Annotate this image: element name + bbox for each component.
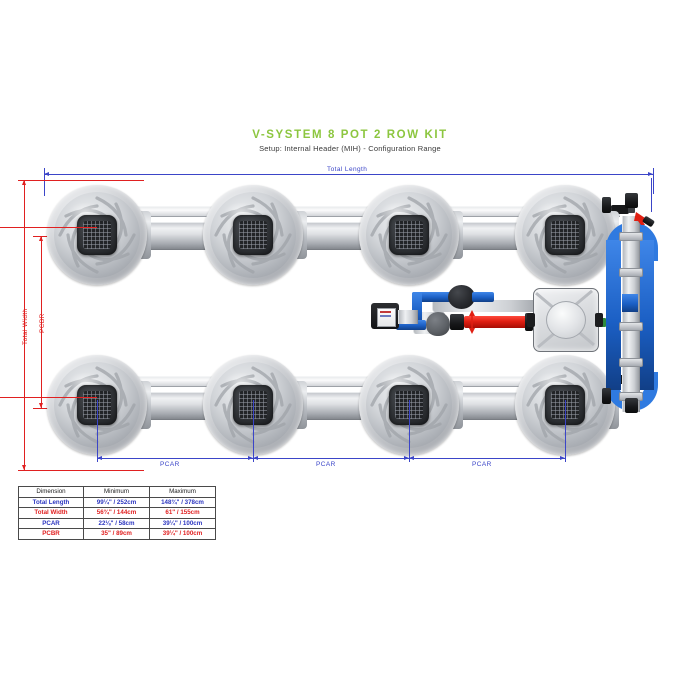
- header-center-column: [622, 216, 640, 412]
- header-tee-top: [602, 197, 611, 213]
- header-coupling: [619, 232, 643, 241]
- row-label-total-length: Total Length: [18, 496, 84, 509]
- pot-mesh: [551, 221, 579, 249]
- row-label-pcbr: PCBR: [18, 528, 84, 540]
- column-header-minimum: Minimum: [83, 486, 150, 498]
- controller-screen-line: [380, 315, 391, 317]
- row-min-pcar: 22⅛" / 58cm: [83, 517, 150, 530]
- header-tee-bottom-cap: [625, 398, 638, 413]
- header-accent: [622, 294, 638, 312]
- controller-screen-line: [380, 311, 391, 313]
- table-row: Total Length 99¼" / 252cm 148¾" / 378cm: [18, 496, 216, 509]
- column-header-maximum: Maximum: [149, 486, 216, 498]
- tank-port-left: [527, 313, 535, 327]
- table-row: PCBR 35" / 89cm 39¼" / 100cm: [18, 528, 216, 540]
- flow-arrow-icon: [469, 310, 475, 334]
- row-label-total-width: Total Width: [18, 507, 84, 519]
- pot-1[interactable]: [47, 185, 151, 285]
- valve-body[interactable]: [426, 312, 450, 336]
- width-leader-top: [0, 227, 97, 228]
- row-max-total-width: 61" / 155cm: [149, 507, 216, 519]
- row-min-pcbr: 35" / 89cm: [83, 528, 150, 540]
- table-header-row: Dimension Minimum Maximum: [18, 486, 216, 498]
- pump-outlet-pipe: [472, 292, 494, 302]
- pot-mesh: [239, 221, 267, 249]
- pipe-union: [450, 314, 464, 330]
- table-row: Total Width 56¾" / 144cm 61" / 155cm: [18, 507, 216, 519]
- controller-link: [398, 310, 418, 324]
- pot-mesh: [83, 221, 111, 249]
- header-tee-top-cap: [625, 193, 638, 208]
- red-discharge-pipe: [464, 316, 528, 328]
- header-tee-bottom: [602, 388, 611, 404]
- port-indicator: [600, 318, 606, 327]
- total-width-label: Total Width: [22, 308, 29, 345]
- valve-arrow-icon[interactable]: [634, 208, 652, 226]
- pot-3[interactable]: [359, 185, 463, 285]
- row-max-pcar: 39¼" / 100cm: [149, 517, 216, 530]
- pcar-label-1: PCAR: [160, 461, 180, 468]
- pump-head[interactable]: [448, 285, 475, 309]
- header-coupling: [619, 322, 643, 331]
- row-max-pcbr: 39¼" / 100cm: [149, 528, 216, 540]
- row-max-total-length: 148¾" / 378cm: [149, 496, 216, 509]
- header-riser-inner: [606, 240, 621, 390]
- pot-mesh: [395, 221, 423, 249]
- pot-body: [366, 362, 452, 448]
- pot-2[interactable]: [203, 185, 307, 285]
- pcbr-label: PCBR: [39, 313, 46, 333]
- page-subtitle: Setup: Internal Header (MIH) - Configura…: [259, 144, 441, 153]
- header-coupling: [619, 358, 643, 367]
- row-label-pcar: PCAR: [18, 517, 84, 530]
- pot-body: [366, 192, 452, 278]
- column-header-dimension: Dimension: [18, 486, 84, 498]
- table-row: PCAR 22⅛" / 58cm 39¼" / 100cm: [18, 517, 216, 530]
- controller-screen: [377, 308, 396, 327]
- row-min-total-length: 99¼" / 252cm: [83, 496, 150, 509]
- pot-4[interactable]: [515, 185, 619, 285]
- tank-lid[interactable]: [546, 301, 586, 339]
- tank-port-right: [595, 313, 603, 327]
- pump-inlet-foot: [396, 320, 426, 330]
- pcar-label-2: PCAR: [316, 461, 336, 468]
- specification-table: Dimension Minimum Maximum Total Length 9…: [18, 486, 216, 540]
- pcar-label-3: PCAR: [472, 461, 492, 468]
- header-coupling: [619, 268, 643, 277]
- header-leader-line: [651, 178, 652, 212]
- page-title: V-SYSTEM 8 POT 2 ROW KIT: [252, 129, 448, 141]
- total-length-label: Total Length: [327, 166, 368, 173]
- header-riser-outer: [639, 240, 654, 390]
- row-min-total-width: 56¾" / 144cm: [83, 507, 150, 519]
- pump-inlet-pipe: [412, 292, 454, 302]
- width-leader-bottom: [0, 397, 97, 398]
